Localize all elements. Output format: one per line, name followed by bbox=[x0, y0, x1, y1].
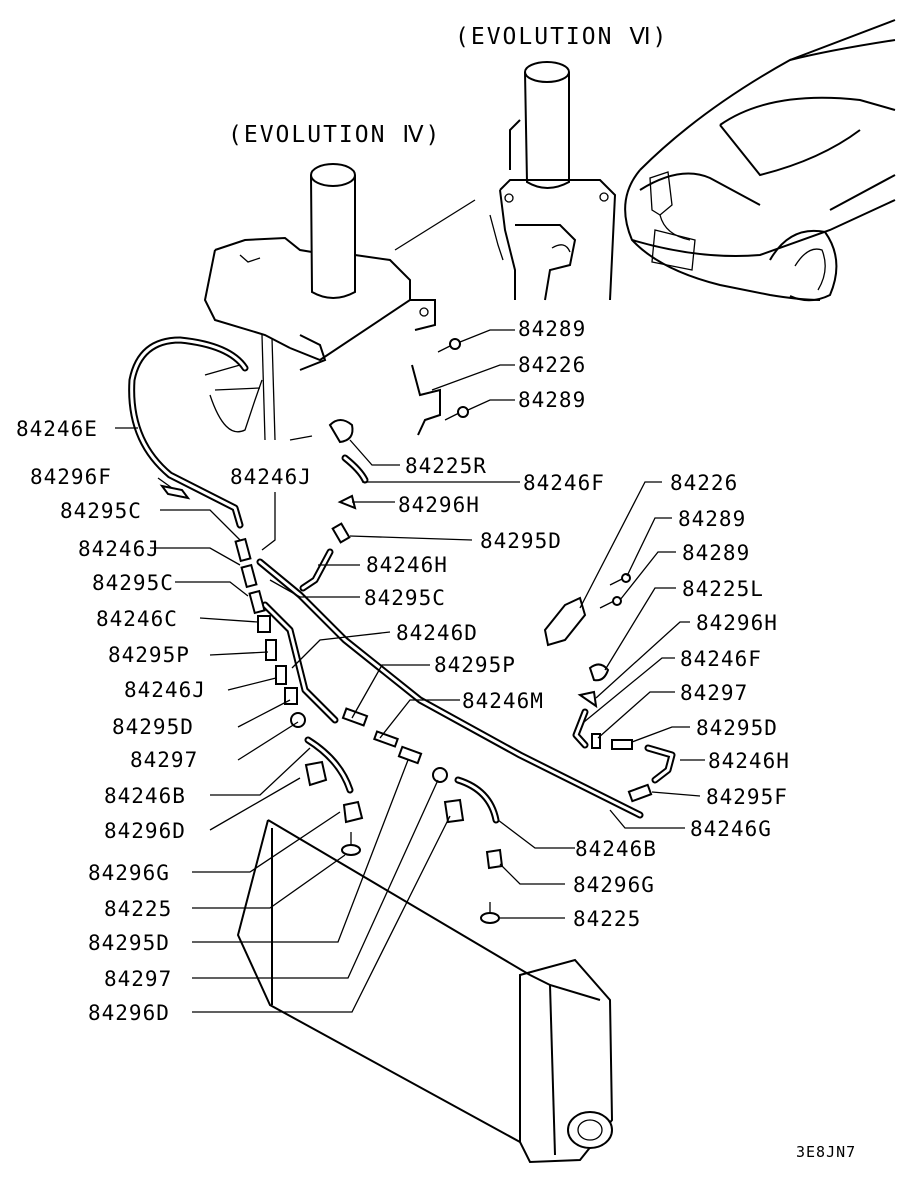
label-84225: 84225 bbox=[573, 907, 641, 931]
diagram-code: 3E8JN7 bbox=[796, 1143, 856, 1161]
label-84246H: 84246H bbox=[366, 553, 448, 577]
header-evolution-4: (EVOLUTION Ⅳ) bbox=[228, 122, 441, 148]
intercooler-core bbox=[236, 819, 614, 1164]
label-84295P: 84295P bbox=[434, 653, 516, 677]
label-84246F: 84246F bbox=[680, 647, 762, 671]
label-84296G: 84296G bbox=[573, 873, 655, 897]
label-84295D: 84295D bbox=[696, 716, 778, 740]
label-84297: 84297 bbox=[130, 748, 198, 772]
label-84226: 84226 bbox=[518, 353, 586, 377]
evo6-intercooler-tank bbox=[394, 61, 617, 301]
label-84225: 84225 bbox=[104, 897, 172, 921]
label-84246J: 84246J bbox=[124, 678, 206, 702]
label-84226: 84226 bbox=[670, 471, 738, 495]
label-84296F: 84296F bbox=[30, 465, 112, 489]
label-84296D: 84296D bbox=[88, 1001, 170, 1025]
label-84246D: 84246D bbox=[396, 621, 478, 645]
label-84289: 84289 bbox=[518, 388, 586, 412]
label-84246B: 84246B bbox=[104, 784, 186, 808]
label-84295C: 84295C bbox=[92, 571, 174, 595]
label-84295D: 84295D bbox=[88, 931, 170, 955]
label-84296H: 84296H bbox=[398, 493, 480, 517]
label-84297: 84297 bbox=[104, 967, 172, 991]
label-84295P: 84295P bbox=[108, 643, 190, 667]
car-illustration bbox=[624, 19, 896, 302]
label-84246J: 84246J bbox=[78, 537, 160, 561]
leader-lines bbox=[115, 329, 705, 1013]
label-84296H: 84296H bbox=[696, 611, 778, 635]
part-labels: 84289 84226 84289 84246E 84225R 84246F 8… bbox=[16, 317, 790, 1025]
label-84295F: 84295F bbox=[706, 785, 788, 809]
label-84246F: 84246F bbox=[523, 471, 605, 495]
label-84297: 84297 bbox=[680, 681, 748, 705]
label-84289: 84289 bbox=[518, 317, 586, 341]
main-pipe bbox=[256, 558, 644, 819]
label-84246H: 84246H bbox=[708, 749, 790, 773]
label-84296G: 84296G bbox=[88, 861, 170, 885]
hose-84246E bbox=[128, 336, 263, 529]
label-84225R: 84225R bbox=[405, 454, 487, 478]
label-84295D: 84295D bbox=[480, 529, 562, 553]
label-84246G: 84246G bbox=[690, 817, 772, 841]
label-84246M: 84246M bbox=[462, 689, 544, 713]
label-84296D: 84296D bbox=[104, 819, 186, 843]
header-evolution-6: (EVOLUTION Ⅵ) bbox=[455, 24, 668, 50]
label-84246J: 84246J bbox=[230, 465, 312, 489]
evo4-intercooler-tank bbox=[203, 163, 436, 441]
label-84289: 84289 bbox=[678, 507, 746, 531]
label-84225L: 84225L bbox=[682, 577, 764, 601]
label-84246C: 84246C bbox=[96, 607, 178, 631]
small-parts bbox=[159, 338, 676, 924]
label-84289: 84289 bbox=[682, 541, 750, 565]
label-84246E: 84246E bbox=[16, 417, 98, 441]
label-84246B: 84246B bbox=[575, 837, 657, 861]
label-84295C: 84295C bbox=[60, 499, 142, 523]
label-84295D: 84295D bbox=[112, 715, 194, 739]
label-84295C: 84295C bbox=[364, 586, 446, 610]
